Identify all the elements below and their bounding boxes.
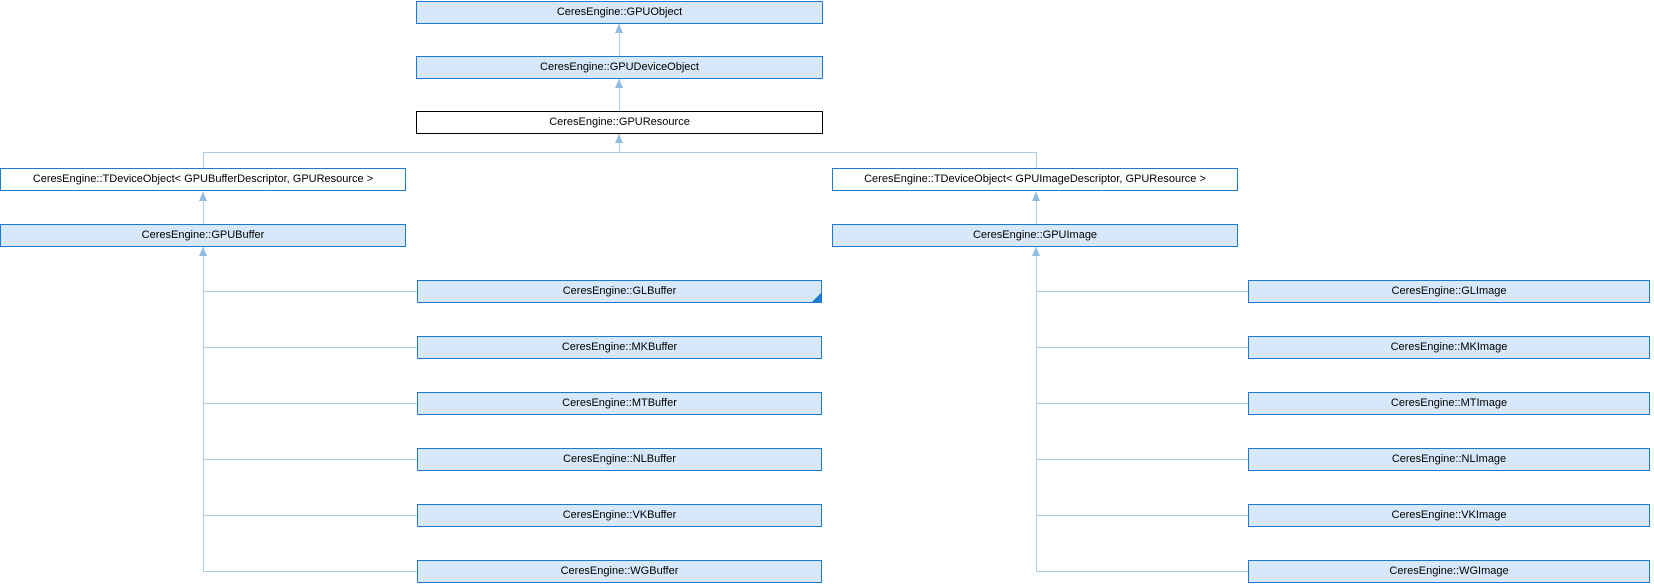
edge-branch-mtbuffer [203, 403, 417, 404]
edge-branch-nlbuffer [203, 459, 417, 460]
node-glbuffer-label: CeresEngine::GLBuffer [562, 285, 677, 297]
node-glbuffer[interactable]: CeresEngine::GLBuffer [417, 280, 822, 303]
node-mtbuffer[interactable]: CeresEngine::MTBuffer [417, 392, 822, 415]
inheritance-arrow-icon [615, 134, 623, 143]
node-gpuimage[interactable]: CeresEngine::GPUImage [832, 224, 1238, 247]
edge-branch-nlimage [1036, 459, 1248, 460]
edge-gpuimage-to-tdevice [1036, 192, 1037, 224]
node-gpudeviceobject[interactable]: CeresEngine::GPUDeviceObject [416, 56, 823, 79]
edge-branch-glbuffer [203, 291, 417, 292]
node-wgimage[interactable]: CeresEngine::WGImage [1248, 560, 1650, 583]
edge-split-rail [203, 152, 1036, 153]
inheritance-arrow-icon [1032, 247, 1040, 256]
edge-rail-to-tdevice-buffer [203, 152, 204, 168]
node-tdeviceobject-bufferdescriptor[interactable]: CeresEngine::TDeviceObject< GPUBufferDes… [0, 168, 406, 191]
inheritance-arrow-icon [615, 24, 623, 33]
inheritance-arrow-icon [199, 247, 207, 256]
node-gpuobject[interactable]: CeresEngine::GPUObject [416, 1, 823, 24]
edge-gpubuffer-to-tdevice [203, 192, 204, 224]
node-vkimage[interactable]: CeresEngine::VKImage [1248, 504, 1650, 527]
edge-branch-vkimage [1036, 515, 1248, 516]
node-wgbuffer[interactable]: CeresEngine::WGBuffer [417, 560, 822, 583]
node-vkbuffer[interactable]: CeresEngine::VKBuffer [417, 504, 822, 527]
edge-branch-mkbuffer [203, 347, 417, 348]
node-nlimage[interactable]: CeresEngine::NLImage [1248, 448, 1650, 471]
inheritance-arrow-icon [1032, 192, 1040, 201]
edge-branch-mtimage [1036, 403, 1248, 404]
edge-split-stem [619, 134, 620, 152]
edge-branch-vkbuffer [203, 515, 417, 516]
edge-branch-wgbuffer [203, 571, 417, 572]
edge-image-children-trunk [1036, 247, 1037, 572]
node-mtimage[interactable]: CeresEngine::MTImage [1248, 392, 1650, 415]
node-glimage[interactable]: CeresEngine::GLImage [1248, 280, 1650, 303]
node-mkbuffer[interactable]: CeresEngine::MKBuffer [417, 336, 822, 359]
inheritance-arrow-icon [199, 192, 207, 201]
edge-rail-to-tdevice-image [1036, 152, 1037, 168]
edge-branch-mkimage [1036, 347, 1248, 348]
node-gpubuffer[interactable]: CeresEngine::GPUBuffer [0, 224, 406, 247]
node-mkimage[interactable]: CeresEngine::MKImage [1248, 336, 1650, 359]
edge-resource-to-deviceobject [619, 79, 620, 111]
edge-branch-glimage [1036, 291, 1248, 292]
node-gpuresource-current: CeresEngine::GPUResource [416, 111, 823, 134]
inheritance-arrow-icon [615, 79, 623, 88]
edge-branch-wgimage [1036, 571, 1248, 572]
node-tdeviceobject-imagedescriptor[interactable]: CeresEngine::TDeviceObject< GPUImageDesc… [832, 168, 1238, 191]
truncated-graph-indicator-icon [812, 293, 821, 302]
node-nlbuffer[interactable]: CeresEngine::NLBuffer [417, 448, 822, 471]
edge-deviceobject-to-object [619, 24, 620, 56]
edge-buffer-children-trunk [203, 247, 204, 572]
